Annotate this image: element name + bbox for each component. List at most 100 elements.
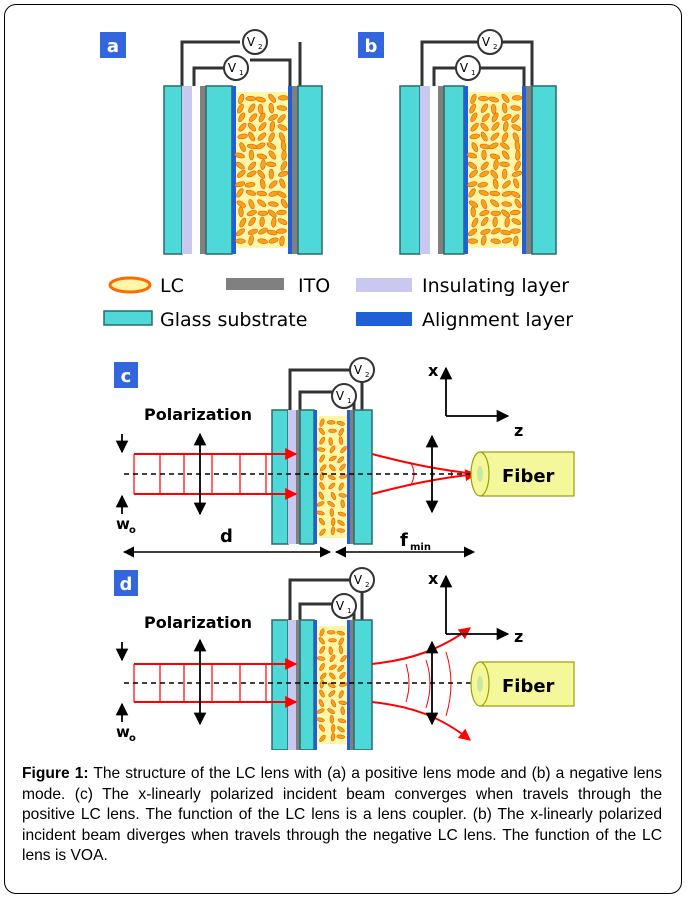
lc-molecule bbox=[326, 420, 336, 425]
lc-molecule bbox=[501, 237, 513, 244]
lc-molecule bbox=[328, 437, 333, 446]
lc-molecule bbox=[338, 493, 347, 498]
lc-molecule bbox=[257, 199, 267, 208]
lc-molecule bbox=[511, 218, 522, 226]
lc-molecule bbox=[265, 161, 277, 167]
lc-molecule bbox=[340, 706, 345, 716]
lc-molecule bbox=[501, 93, 510, 103]
lc-molecule bbox=[276, 209, 287, 216]
lc-molecule bbox=[328, 646, 333, 656]
lc-molecule bbox=[501, 209, 511, 218]
lc-molecule bbox=[480, 122, 489, 132]
lc-molecule bbox=[257, 169, 266, 179]
legend-lc: LC bbox=[108, 275, 184, 297]
lc-molecule bbox=[328, 482, 336, 490]
lc-molecule bbox=[340, 655, 347, 663]
figure-caption: Figure 1: The structure of the LC lens w… bbox=[22, 764, 662, 867]
lc-molecule bbox=[490, 238, 501, 244]
lc-molecule bbox=[514, 160, 521, 171]
lc-molecule bbox=[480, 228, 491, 235]
lc-molecule bbox=[489, 153, 501, 160]
panel-a-label: a bbox=[100, 32, 126, 58]
lc-molecule bbox=[234, 152, 245, 159]
lc-molecule bbox=[338, 436, 344, 445]
lc-molecule bbox=[319, 482, 325, 490]
lc-molecule bbox=[277, 124, 288, 131]
lc-molecule bbox=[468, 188, 476, 198]
lc-molecule bbox=[278, 170, 289, 177]
lc-molecule bbox=[337, 456, 345, 464]
lc-molecule bbox=[268, 114, 279, 121]
lc-molecule bbox=[319, 628, 325, 637]
lc-molecule bbox=[468, 169, 478, 178]
lc-molecule bbox=[236, 103, 244, 114]
lc-molecule bbox=[330, 732, 336, 742]
beam-c bbox=[133, 448, 478, 500]
svg-text:x: x bbox=[428, 361, 439, 380]
lc-molecule bbox=[490, 199, 500, 208]
lc-molecule bbox=[511, 114, 520, 123]
lc-molecule bbox=[510, 191, 521, 198]
lc-molecule bbox=[238, 122, 247, 132]
lc-molecule bbox=[234, 181, 246, 188]
lc-molecule bbox=[479, 170, 490, 178]
lc-molecule bbox=[337, 664, 345, 672]
lc-molecule bbox=[237, 133, 248, 140]
lc-molecule bbox=[266, 142, 277, 150]
lc-molecule bbox=[256, 153, 268, 160]
lc-molecule bbox=[490, 169, 499, 179]
svg-text:o: o bbox=[129, 525, 136, 536]
lc-molecule bbox=[328, 690, 336, 697]
caption-label: Figure 1: bbox=[22, 765, 89, 782]
lc-molecule bbox=[277, 114, 286, 123]
lc-molecule bbox=[513, 235, 519, 247]
lc-molecule bbox=[470, 93, 477, 104]
voltage-v1: V 1 bbox=[331, 383, 357, 409]
svg-text:Polarization: Polarization bbox=[144, 405, 252, 424]
lc-molecule bbox=[336, 420, 345, 426]
svg-text:LC: LC bbox=[160, 275, 184, 297]
svg-text:V: V bbox=[247, 35, 256, 49]
lc-molecule bbox=[340, 446, 347, 454]
lc-molecule bbox=[502, 121, 509, 132]
legend-alignment: Alignment layer bbox=[356, 309, 573, 331]
svg-text:min: min bbox=[410, 542, 431, 553]
lc-molecule bbox=[502, 180, 511, 189]
lc-molecule bbox=[268, 93, 277, 103]
lc-molecule bbox=[268, 237, 279, 244]
lc-molecule bbox=[490, 210, 502, 216]
lc-molecule bbox=[468, 200, 479, 208]
lc-molecule bbox=[491, 112, 499, 123]
lc-molecule bbox=[327, 708, 335, 715]
lc-molecules bbox=[466, 93, 523, 247]
voltage-v2: V 2 bbox=[242, 29, 268, 55]
legend-glass: Glass substrate bbox=[103, 309, 307, 331]
lc-molecule bbox=[510, 228, 521, 234]
lc-molecule bbox=[276, 105, 288, 111]
lc-molecule bbox=[280, 198, 288, 209]
lc-molecule bbox=[318, 491, 324, 500]
svg-text:2: 2 bbox=[258, 43, 262, 51]
lc-molecule bbox=[501, 114, 512, 121]
lc-molecule bbox=[515, 150, 521, 161]
lc-molecule bbox=[327, 474, 336, 481]
panel-c: c V 2 V 1 Polarization bbox=[114, 357, 575, 558]
lc-molecule bbox=[255, 96, 266, 103]
lc-molecule bbox=[488, 96, 499, 103]
lc-molecule bbox=[258, 112, 266, 123]
svg-text:w: w bbox=[116, 515, 130, 533]
lc-molecule bbox=[266, 229, 278, 236]
lc-molecule bbox=[338, 690, 344, 699]
lc-molecule bbox=[336, 630, 345, 636]
lc-molecule bbox=[316, 656, 326, 661]
lc-molecule bbox=[318, 517, 326, 526]
lc-molecule bbox=[246, 170, 257, 178]
lc-molecule bbox=[499, 161, 510, 167]
svg-text:a: a bbox=[107, 36, 119, 57]
lc-molecule bbox=[238, 93, 245, 104]
lc-molecule bbox=[510, 209, 521, 216]
lc-molecule bbox=[328, 464, 336, 472]
lc-molecule bbox=[319, 454, 325, 463]
lc-molecule bbox=[268, 150, 277, 160]
lc-molecule bbox=[477, 182, 488, 188]
